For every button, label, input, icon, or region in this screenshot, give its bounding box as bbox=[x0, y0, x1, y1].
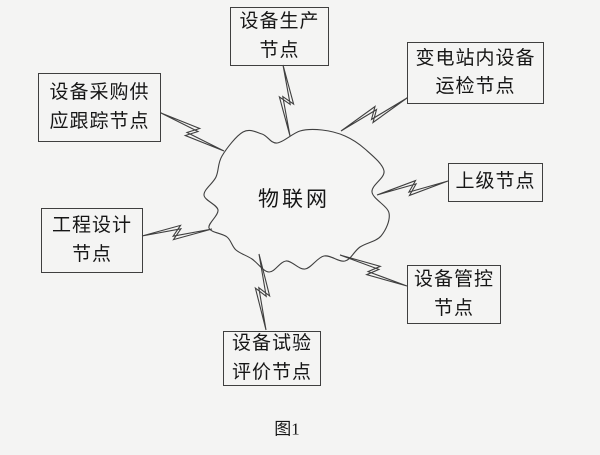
lightning-connector-substation bbox=[340, 97, 408, 132]
node-label-line: 运检节点 bbox=[435, 76, 516, 97]
lightning-connector-test bbox=[254, 253, 271, 331]
node-substation-inspection: 变电站内设备 运检节点 bbox=[407, 42, 544, 104]
node-label-line: 应跟踪节点 bbox=[49, 110, 150, 132]
node-equipment-test-evaluation: 设备试验 评价节点 bbox=[223, 331, 321, 386]
lightning-connector-production bbox=[278, 64, 295, 137]
lightning-connector-design bbox=[141, 224, 213, 241]
node-superior: 上级节点 bbox=[448, 163, 543, 202]
lightning-connector-control bbox=[339, 254, 408, 287]
node-label-line: 设备管控 bbox=[413, 269, 494, 290]
node-label-line: 设备试验 bbox=[231, 333, 312, 354]
lightning-connector-superior bbox=[376, 179, 449, 197]
node-label-line: 节点 bbox=[259, 39, 300, 61]
node-label-line: 设备采购供 bbox=[49, 82, 150, 103]
node-label-line: 节点 bbox=[433, 297, 474, 319]
node-label-line: 变电站内设备 bbox=[415, 47, 536, 69]
lightning-connector-procurement bbox=[160, 112, 225, 152]
node-equipment-production: 设备生产 节点 bbox=[230, 7, 329, 66]
figure-caption: 图1 bbox=[274, 419, 300, 439]
node-label-line: 上级节点 bbox=[455, 171, 536, 193]
node-engineering-design: 工程设计 节点 bbox=[41, 208, 143, 273]
node-label-line: 节点 bbox=[71, 243, 112, 265]
node-procurement-supply-tracking: 设备采购供 应跟踪节点 bbox=[38, 73, 161, 142]
node-label-line: 设备生产 bbox=[239, 11, 320, 32]
node-equipment-control: 设备管控 节点 bbox=[407, 265, 501, 324]
node-label-line: 评价节点 bbox=[231, 361, 312, 383]
node-label-line: 工程设计 bbox=[51, 215, 132, 236]
cloud-center-label: 物联网 bbox=[258, 187, 330, 211]
